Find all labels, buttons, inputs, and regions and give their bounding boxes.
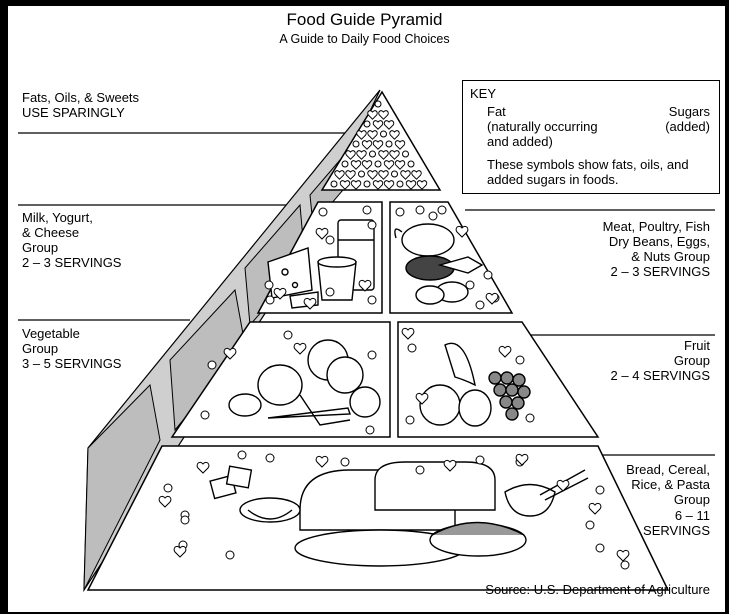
fat-circle-icon bbox=[265, 281, 273, 289]
fat-circle-icon bbox=[368, 221, 376, 229]
fruit-group-label: Fruit Group bbox=[540, 338, 710, 368]
fat-circle-icon bbox=[397, 181, 403, 187]
fat-circle-icon bbox=[416, 206, 424, 214]
fat-circle-icon bbox=[403, 151, 409, 157]
vegetable-group-label: Vegetable Group bbox=[22, 326, 80, 356]
bread-group-servings: 6 – 11 SERVINGS bbox=[590, 508, 710, 538]
milk-group-label: Milk, Yogurt, & Cheese Group bbox=[22, 210, 93, 255]
fat-circle-icon bbox=[353, 141, 359, 147]
fat-circle-icon bbox=[381, 131, 387, 137]
fat-circle-icon bbox=[408, 344, 416, 352]
fat-circle-icon bbox=[516, 356, 524, 364]
fat-circle-icon bbox=[596, 544, 604, 552]
milk-group-servings: 2 – 3 SERVINGS bbox=[22, 255, 121, 270]
key-fat-note: (naturally occurring and added) bbox=[487, 119, 598, 149]
fat-circle-icon bbox=[406, 416, 414, 424]
fat-circle-icon bbox=[326, 288, 334, 296]
fat-circle-icon bbox=[368, 296, 376, 304]
figure-title: Food Guide Pyramid bbox=[0, 10, 729, 30]
fat-circle-icon bbox=[366, 426, 374, 434]
fat-circle-icon bbox=[375, 101, 381, 107]
fat-circle-icon bbox=[375, 161, 381, 167]
fat-circle-icon bbox=[396, 208, 404, 216]
key-description: These symbols show fats, oils, and added… bbox=[487, 157, 689, 187]
fat-circle-icon bbox=[526, 414, 534, 422]
fat-circle-icon bbox=[621, 561, 629, 569]
fat-circle-icon bbox=[466, 281, 474, 289]
fat-circle-icon bbox=[416, 466, 424, 474]
fat-circle-icon bbox=[364, 121, 370, 127]
fat-circle-icon bbox=[181, 516, 189, 524]
meat-group-servings: 2 – 3 SERVINGS bbox=[470, 264, 710, 279]
fat-circle-icon bbox=[363, 206, 371, 214]
fat-circle-icon bbox=[266, 454, 274, 462]
fruit-group-servings: 2 – 4 SERVINGS bbox=[540, 368, 710, 383]
bread-group-label: Bread, Cereal, Rice, & Pasta Group bbox=[590, 462, 710, 507]
fat-circle-icon bbox=[208, 361, 216, 369]
fats-group-label: Fats, Oils, & Sweets bbox=[22, 90, 139, 105]
fat-circle-icon bbox=[331, 181, 337, 187]
fat-circle-icon bbox=[370, 151, 376, 157]
fat-circle-icon bbox=[392, 171, 398, 177]
key-sugar-label: Sugars bbox=[600, 104, 710, 119]
fat-circle-icon bbox=[386, 141, 392, 147]
vegetable-group-servings: 3 – 5 SERVINGS bbox=[22, 356, 121, 371]
fat-circle-icon bbox=[368, 351, 376, 359]
meat-group-label: Meat, Poultry, Fish Dry Beans, Eggs, & N… bbox=[470, 219, 710, 264]
fat-circle-icon bbox=[341, 458, 349, 466]
fat-circle-icon bbox=[266, 296, 274, 304]
fat-circle-icon bbox=[201, 411, 209, 419]
key-sugar-note: (added) bbox=[600, 119, 710, 134]
fat-circle-icon bbox=[359, 171, 365, 177]
source-note: Source: U.S. Department of Agriculture bbox=[400, 582, 710, 597]
fat-circle-icon bbox=[342, 161, 348, 167]
fat-circle-icon bbox=[438, 206, 446, 214]
key-fat-label: Fat bbox=[487, 104, 506, 119]
fat-circle-icon bbox=[364, 181, 370, 187]
fat-circle-icon bbox=[319, 208, 327, 216]
fats-group-servings: USE SPARINGLY bbox=[22, 105, 125, 120]
figure-subtitle: A Guide to Daily Food Choices bbox=[0, 32, 729, 47]
fat-circle-icon bbox=[164, 484, 172, 492]
fat-circle-icon bbox=[238, 451, 246, 459]
key-heading: KEY bbox=[470, 86, 496, 101]
fat-circle-icon bbox=[284, 331, 292, 339]
fat-circle-icon bbox=[476, 301, 484, 309]
fat-circle-icon bbox=[326, 236, 334, 244]
fat-circle-icon bbox=[429, 212, 437, 220]
fat-circle-icon bbox=[226, 551, 234, 559]
fat-circle-icon bbox=[408, 161, 414, 167]
fat-circle-icon bbox=[476, 456, 484, 464]
